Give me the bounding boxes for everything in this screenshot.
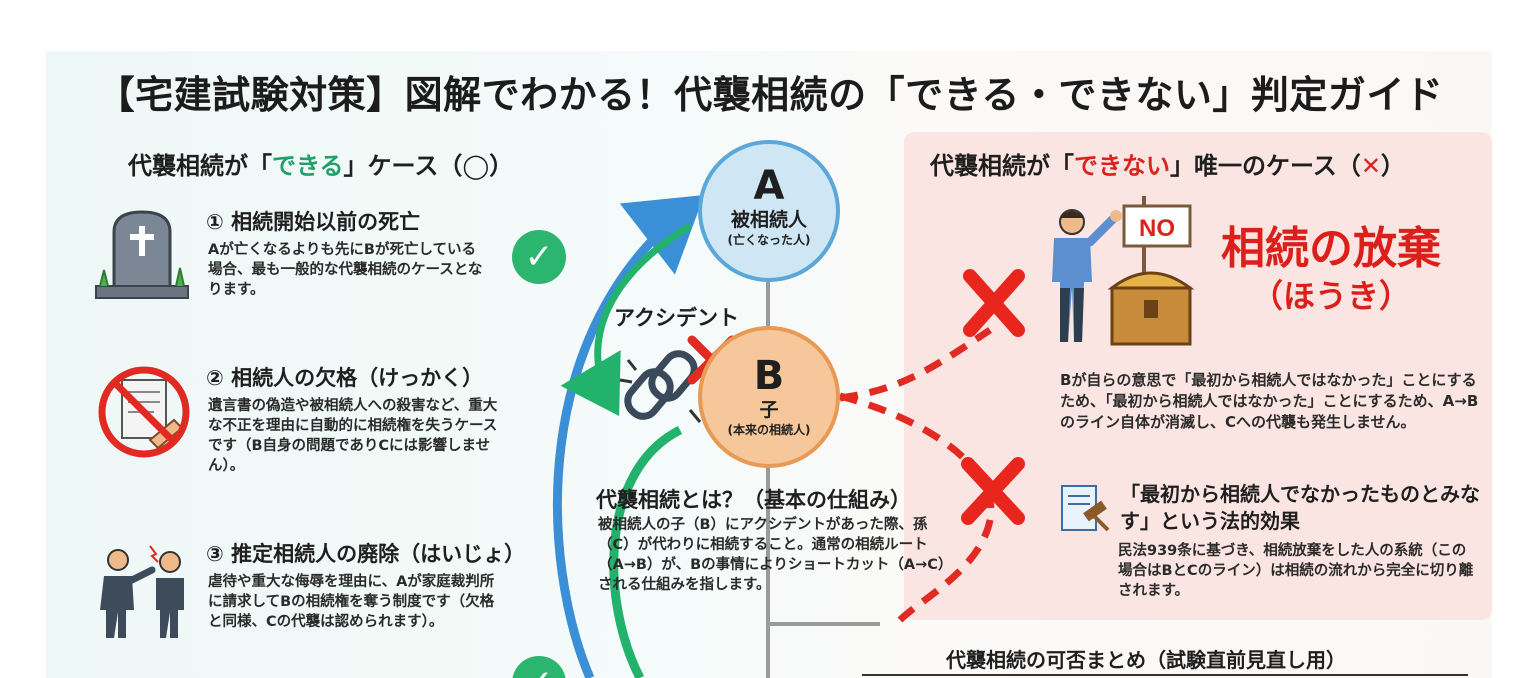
case-3-body: 虐待や重大な侮辱を理由に、Aが家庭裁判所に請求してBの相続権を奪う制度です（欠格… <box>208 574 495 630</box>
renounce-headline: 相続の放棄 （ほうき） <box>1186 222 1476 316</box>
case-2-body: 遺言書の偽造や被相続人への殺害など、重大な不正を理由に自動的に相続権を失うケース… <box>208 398 498 474</box>
cannot-case-box <box>904 132 1492 620</box>
renounce-headline-main: 相続の放棄 <box>1221 223 1441 274</box>
summary-title: 代襲相続の可否まとめ（試験直前見直し用） <box>946 648 1346 672</box>
cross-mark-icon <box>961 457 1025 525</box>
node-a: A 被相続人 (亡くなった人) <box>698 140 840 282</box>
succession-curve <box>609 425 683 678</box>
cross-mark: ✕ <box>1360 152 1381 180</box>
bypass-arrow <box>552 194 705 678</box>
node-b-letter: B <box>753 353 785 399</box>
a-to-b-arrow <box>560 222 692 417</box>
mechanism-body: 被相続人の子（B）にアクシデントがあった際、孫（C）が代わりに相続すること。通常… <box>598 517 953 593</box>
heading-end: ） <box>1380 152 1405 180</box>
accident-label: アクシデント <box>614 306 739 330</box>
node-a-letter: A <box>753 163 785 209</box>
renounce-body: Bが自らの意思で「最初から相続人ではなかった」ことにするため、「最初から相続人で… <box>1060 371 1479 431</box>
people-conflict-icon <box>100 545 184 638</box>
heading-suffix: 」唯一のケース（ <box>1170 152 1361 180</box>
summary-table-top-border <box>862 674 1468 676</box>
gavel-document-icon <box>1061 485 1110 532</box>
renounce-dashed-line <box>839 327 992 402</box>
gravestone-icon <box>95 210 189 299</box>
legal-effect-title: 「最初から相続人でなかったものとみなす」という法的効果 <box>1120 482 1480 533</box>
node-b-label: 子 <box>759 399 779 421</box>
renounce-headline-reading: （ほうき） <box>1250 277 1411 315</box>
forbidden-document-icon <box>98 366 190 458</box>
heading-prefix: 代襲相続が「 <box>930 152 1074 180</box>
case-1-title: ① 相続開始以前の死亡 <box>206 210 421 234</box>
cut-dashed-line <box>839 392 995 623</box>
no-sign-text: NO <box>1139 215 1175 242</box>
cross-mark-icon <box>963 269 1025 337</box>
node-a-label: 被相続人 <box>730 209 807 231</box>
check-icon: ✓ <box>512 656 566 678</box>
renounce-person-icon: NO <box>1052 196 1195 346</box>
check-icon: ✓ <box>512 230 566 284</box>
case-1-body: Aが亡くなるよりも先にBが死亡している場合、最も一般的な代襲相続のケースとなりま… <box>208 242 483 298</box>
mechanism-title: 代襲相続とは？（基本の仕組み） <box>596 488 911 512</box>
legal-effect-body: 民法939条に基づき、相続放棄をした人の系統（この場合はBとCのライン）は相続の… <box>1118 543 1474 599</box>
heading-highlight: できる <box>272 152 344 180</box>
page-title: 【宅建試験対策】図解でわかる！代襲相続の「できる・できない」判定ガイド <box>96 73 1444 117</box>
node-a-sub: (亡くなった人) <box>727 233 811 247</box>
broken-chain-icon <box>619 350 702 423</box>
heading-highlight: できない <box>1074 152 1170 180</box>
can-section-heading: 代襲相続が「できる」ケース（◯） <box>128 146 513 181</box>
cannot-section-heading: 代襲相続が「できない」唯一のケース（✕） <box>930 146 1405 181</box>
node-b: B 子 (本来の相続人) <box>698 326 840 468</box>
case-2-title: ② 相続人の欠格（けっかく） <box>206 366 484 390</box>
heading-prefix: 代襲相続が「 <box>128 152 272 180</box>
node-b-sub: (本来の相続人) <box>727 423 811 437</box>
heading-suffix: 」ケース（◯） <box>343 152 514 180</box>
case-3-title: ③ 推定相続人の廃除（はいじょ） <box>206 542 526 566</box>
